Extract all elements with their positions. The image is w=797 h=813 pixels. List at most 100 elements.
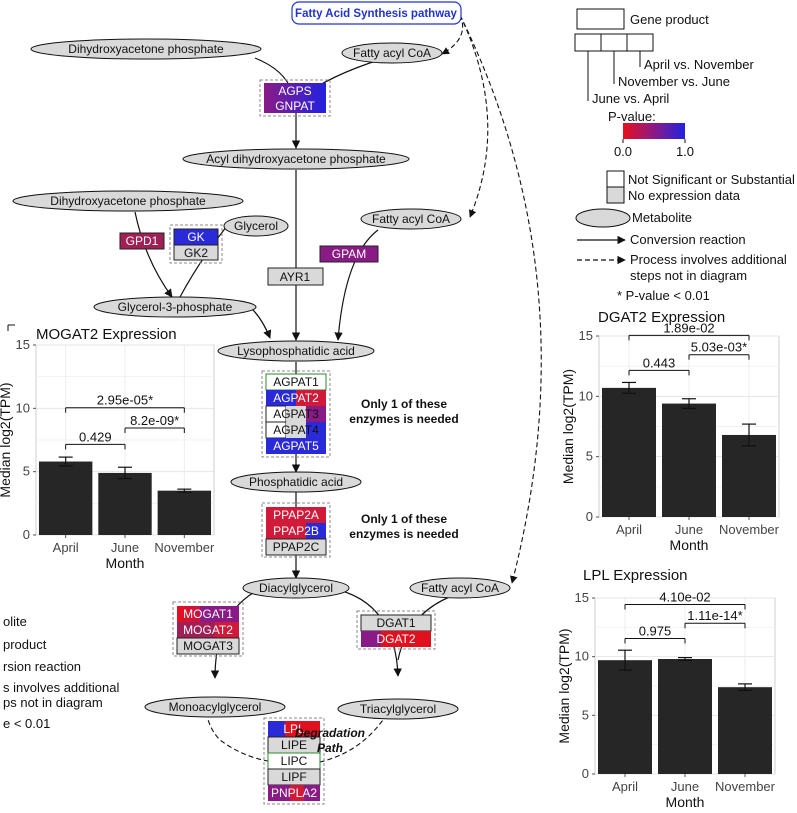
svg-text:Diacylglycerol: Diacylglycerol [259, 581, 333, 595]
gene-ayr1: AYR1 [267, 267, 324, 286]
gene-agpat5: AGPAT5 [266, 438, 326, 454]
svg-text:GK: GK [187, 230, 204, 244]
legend: Gene product April vs. November November… [574, 8, 795, 303]
degradation-note-line1: Degradation [295, 726, 365, 740]
svg-text:Fatty acyl CoA: Fatty acyl CoA [353, 46, 431, 60]
comparison-label: 1.89e-02 [663, 320, 714, 335]
svg-text:Glycerol: Glycerol [234, 219, 278, 233]
gene-gpd1: GPD1 [119, 232, 165, 250]
y-axis-label: Median log2(TPM) [556, 628, 572, 743]
x-tick-label: June [671, 779, 699, 794]
x-tick-label: November [154, 540, 215, 555]
metabolite-lpa: Lysophosphatidic acid [217, 340, 375, 362]
gene-gnpat: GNPAT [264, 98, 326, 113]
gene-gk2: GK2 [173, 244, 219, 261]
pathway-title-box[interactable]: Fatty Acid Synthesis pathway [291, 1, 462, 25]
metabolite-dhap-mid: Dihydroxyacetone phosphate [12, 190, 244, 212]
svg-text:AGPAT1: AGPAT1 [273, 375, 319, 389]
bar-june [658, 659, 712, 774]
svg-text:olite: olite [3, 614, 27, 629]
bar-november [718, 687, 772, 774]
legend-gene-product: Gene product [630, 12, 709, 27]
svg-text:DGAT1: DGAT1 [376, 616, 415, 630]
comparison-label: 1.11e-14* [687, 608, 742, 623]
metabolite-glycerol: Glycerol [223, 215, 289, 237]
svg-text:Lysophosphatidic acid: Lysophosphatidic acid [237, 344, 355, 358]
comparison-label: 0.975 [639, 623, 672, 638]
comparison-label: 0.443 [643, 355, 676, 370]
gene-agps: AGPS [264, 83, 326, 98]
gene-dgat1: DGAT1 [360, 614, 432, 632]
svg-text:Acyl dihydroxyacetone phosphat: Acyl dihydroxyacetone phosphate [206, 152, 386, 166]
gene-ppap2a: PPAP2A [266, 507, 326, 523]
agpat-note-line1: Only 1 of these [361, 397, 447, 411]
gene-lipc: LIPC [267, 752, 321, 770]
x-tick-label: November [719, 522, 780, 537]
gene-agpat4: AGPAT4 [265, 421, 326, 439]
legend-pvalue-max: 1.0 [676, 144, 694, 159]
svg-text:Dihydroxyacetone phosphate: Dihydroxyacetone phosphate [50, 194, 206, 208]
svg-text:Triacylglycerol: Triacylglycerol [360, 702, 436, 716]
metabolite-dag: Diacylglycerol [242, 577, 350, 599]
legend-no-expression: No expression data [628, 188, 741, 203]
legend-april-vs-november: April vs. November [644, 57, 754, 72]
metabolite-fatty-acyl-coa-1: Fatty acyl CoA [341, 42, 443, 64]
svg-text:AGPAT5: AGPAT5 [273, 439, 319, 453]
svg-text:GPD1: GPD1 [126, 234, 159, 248]
svg-text:product: product [3, 637, 47, 652]
svg-text:ps not in diagram: ps not in diagram [3, 695, 103, 710]
y-tick-label: 5 [23, 464, 30, 479]
metabolites: Dihydroxyacetone phosphate Fatty acyl Co… [12, 38, 511, 720]
svg-text:PPAP2A: PPAP2A [273, 508, 319, 522]
y-tick-label: 5 [586, 449, 593, 464]
gene-pnpla2: PNPLA2 [268, 785, 320, 801]
gene-agpat2: AGPAT2 [266, 390, 326, 406]
y-axis-label: Median log2(TPM) [560, 369, 576, 484]
x-tick-label: April [53, 540, 79, 555]
edge-glycerol-to-g3p [179, 225, 228, 298]
legend-not-significant: Not Significant or Substantial [628, 172, 795, 187]
comparison-label: 0.429 [79, 429, 112, 444]
svg-text:s involves additional: s involves additional [3, 680, 119, 695]
comparison-label: 4.10e-02 [659, 589, 710, 604]
degradation-note-line2: Path [317, 741, 343, 755]
gene-gpam: GPAM [319, 245, 379, 263]
metabolite-g3p: Glycerol-3-phosphate [93, 296, 257, 318]
x-axis-label: Month [670, 537, 709, 553]
svg-text:GNPAT: GNPAT [275, 99, 315, 113]
bar-april [602, 387, 656, 517]
pathway-title: Fatty Acid Synthesis pathway [295, 8, 457, 20]
gene-mogat1: MOGAT1 [177, 606, 239, 622]
gene-mogat3: MOGAT3 [176, 637, 240, 655]
legend-pvalue-title: P-value: [608, 109, 656, 124]
y-tick-label: 15 [16, 337, 30, 352]
edge-dhap-to-g3p [134, 211, 173, 298]
svg-text:GPAM: GPAM [332, 247, 366, 261]
bar-april [598, 660, 652, 774]
svg-text:AGPAT2: AGPAT2 [273, 391, 319, 405]
svg-text:DGAT2: DGAT2 [376, 632, 415, 646]
pvalue-gradient [623, 123, 685, 139]
gene-dgat2: DGAT2 [361, 631, 431, 647]
metabolite-dhap-top: Dihydroxyacetone phosphate [30, 38, 262, 60]
bar-november [157, 490, 212, 535]
x-tick-label: April [616, 522, 642, 537]
edge-facoa2-to-lpa [334, 229, 379, 341]
agpat-note-line2: enzymes is needed [349, 412, 458, 426]
metabolite-pa: Phosphatidic acid [230, 471, 362, 493]
svg-text:LPL: LPL [283, 722, 305, 736]
y-tick-label: 15 [579, 328, 593, 343]
gene-gk: GK [173, 228, 219, 246]
legend-process-line2: steps not in diagram [630, 268, 747, 283]
y-tick-label: 10 [575, 649, 589, 664]
gene-lpl: LPL [268, 721, 320, 737]
metabolite-acyl-dhap: Acyl dihydroxyacetone phosphate [182, 148, 410, 170]
comparison-label: 8.2e-09* [130, 413, 179, 428]
svg-text:Fatty acyl CoA: Fatty acyl CoA [421, 581, 499, 595]
legend-november-vs-june: November vs. June [618, 74, 730, 89]
bar-june [662, 403, 716, 517]
legend-process-line1: Process involves additional [630, 252, 787, 267]
svg-text:Monoacylglycerol: Monoacylglycerol [169, 700, 262, 714]
gene-lipe: LIPE [267, 736, 321, 754]
